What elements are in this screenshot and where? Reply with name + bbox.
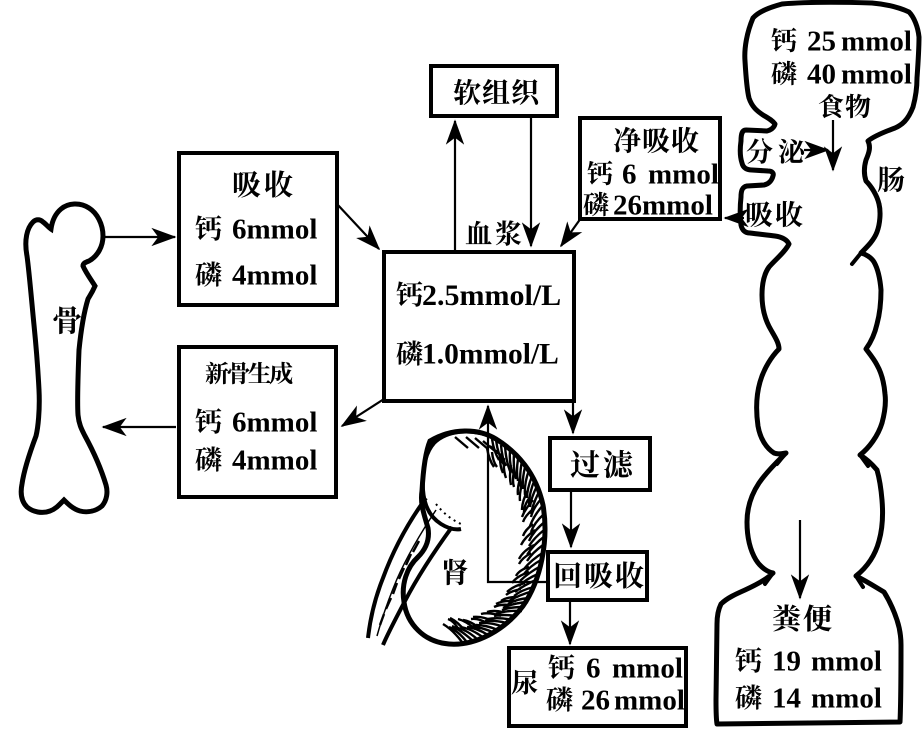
svg-text:mmol: mmol [614,684,685,716]
svg-text:mmol: mmol [841,25,912,57]
svg-text:4mmol: 4mmol [232,444,317,476]
svg-text:6mmol: 6mmol [232,406,317,438]
svg-text:26mmol: 26mmol [613,189,713,221]
svg-text:6: 6 [622,158,637,190]
svg-text:mmol: mmol [612,652,683,684]
svg-text:6: 6 [586,652,601,684]
svg-text:40: 40 [807,58,836,90]
svg-text:25: 25 [807,25,836,57]
svg-text:mmol: mmol [648,158,719,190]
svg-text:6mmol: 6mmol [232,213,317,245]
svg-text:2.5mmol/L: 2.5mmol/L [422,279,561,312]
svg-text:mmol: mmol [841,58,912,90]
svg-text:mmol: mmol [811,682,882,714]
svg-text:19: 19 [772,645,801,677]
svg-text:4mmol: 4mmol [232,259,317,291]
svg-text:26: 26 [581,684,610,716]
svg-text:1.0mmol/L: 1.0mmol/L [422,339,559,371]
svg-text:14: 14 [772,682,801,714]
svg-text:mmol: mmol [811,645,882,677]
